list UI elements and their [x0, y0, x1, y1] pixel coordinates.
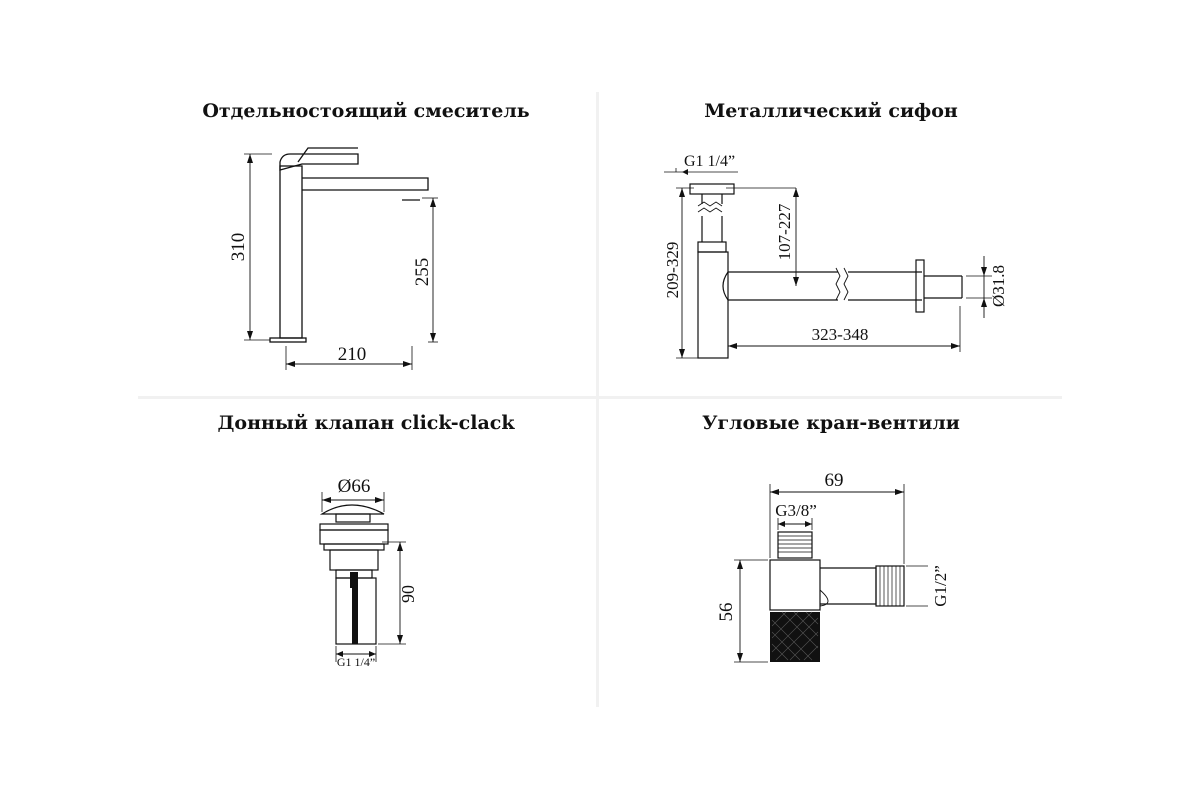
faucet-drawing: 310 255 210 — [228, 147, 438, 370]
panel-title: Донный клапан click-clack — [217, 412, 515, 434]
dim-inner-height: 107-227 — [775, 203, 794, 260]
panel-title: Угловые кран-вентили — [702, 412, 960, 434]
dim-diameter: Ø31.8 — [989, 265, 1008, 307]
vertical-divider — [596, 92, 599, 707]
click-clack-drawing: Ø66 90 G1 1/4” — [319, 476, 418, 669]
panel-click-clack: Донный клапан click-clack — [138, 400, 594, 706]
dim-height-spout: 255 — [412, 258, 433, 287]
dim-reach: 210 — [338, 344, 367, 365]
panel-title: Металлический сифон — [704, 100, 958, 122]
panel-title: Отдельностоящий смеситель — [202, 100, 530, 122]
dim-diameter: Ø66 — [338, 476, 371, 497]
dim-height: 90 — [398, 585, 418, 603]
panel-faucet: Отдельностоящий смеситель — [138, 92, 594, 394]
horizontal-divider — [138, 396, 1062, 399]
siphon-drawing: G1 1/4” 209-329 107-227 323-348 Ø31.8 — [663, 153, 1008, 359]
dim-thread-side: G1/2” — [931, 565, 950, 607]
dim-thread: G1 1/4” — [337, 655, 375, 669]
dim-height-range: 209-329 — [663, 242, 682, 299]
panel-siphon: Металлический сифон — [600, 92, 1062, 394]
dim-width: 69 — [825, 470, 844, 491]
panel-angle-valve: Угловые кран-вентили — [600, 400, 1062, 706]
angle-valve-drawing: 69 G3/8” 56 G1/2” — [716, 470, 950, 663]
dim-length-range: 323-348 — [812, 325, 869, 344]
dim-height: 56 — [716, 603, 737, 622]
dim-thread: G1 1/4” — [684, 153, 735, 170]
dim-height-total: 310 — [228, 233, 249, 262]
dim-thread-top: G3/8” — [775, 501, 817, 520]
